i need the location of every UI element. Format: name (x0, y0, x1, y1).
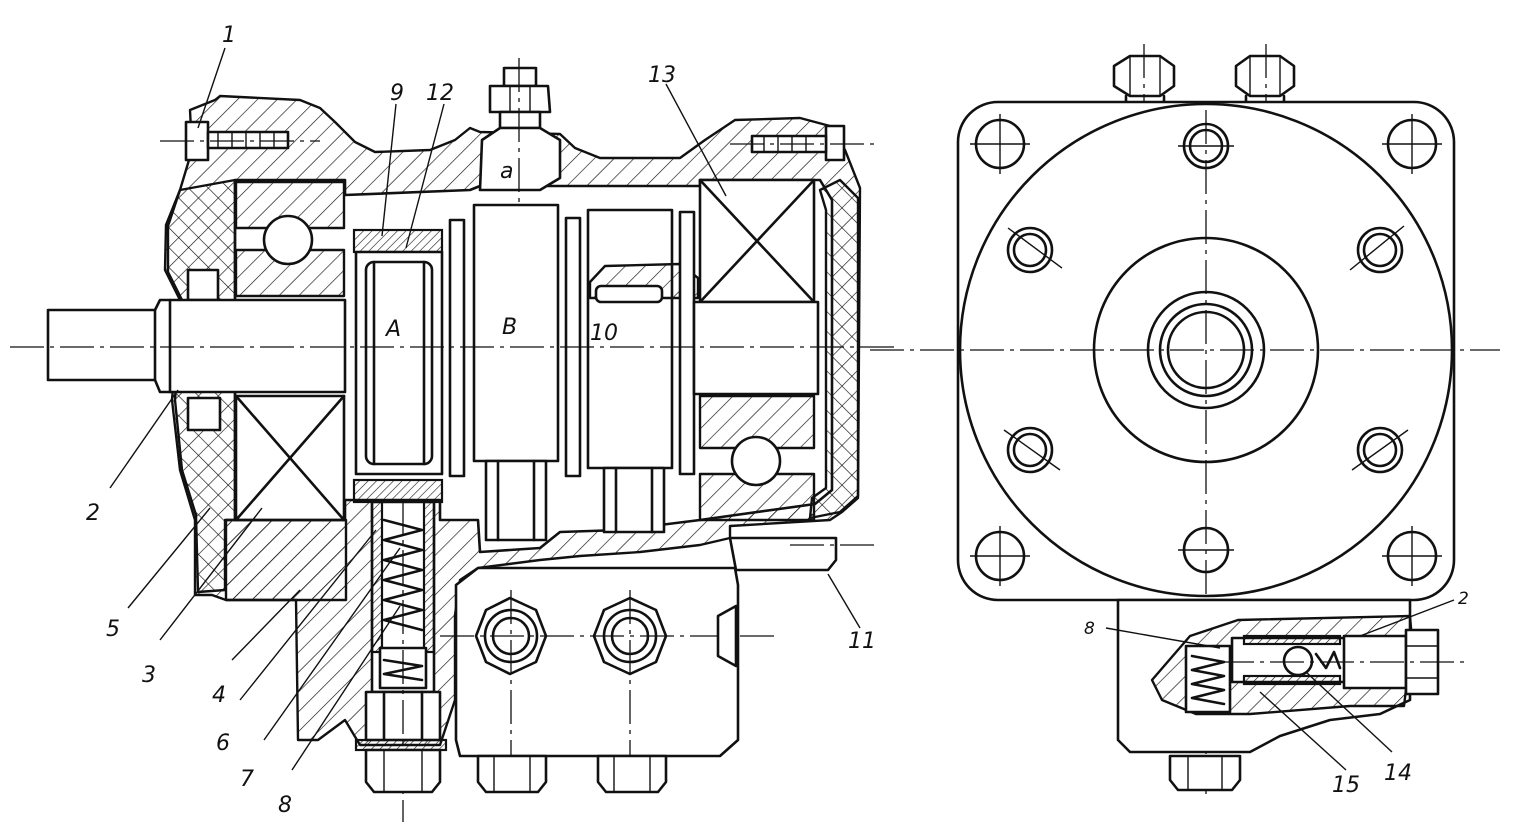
top-fitting (478, 58, 562, 215)
gear-a (352, 228, 444, 504)
label-4: 4 (212, 683, 226, 708)
corner-holes (970, 114, 1442, 586)
end-top-nut-2 (1234, 54, 1296, 106)
label-8: 8 (278, 793, 292, 818)
gear-b (472, 203, 560, 542)
bottom-bushing-left (224, 518, 348, 602)
label-chamber-a: A (384, 317, 401, 342)
label-7: 7 (240, 767, 254, 792)
left-ball-bearing (234, 180, 346, 298)
bottom-nut-2 (476, 754, 548, 794)
cover-recess (186, 268, 220, 302)
label-10: 10 (590, 321, 618, 346)
label-5: 5 (106, 617, 120, 642)
leader-lines (109, 47, 861, 771)
label-channel-a: a (500, 159, 513, 184)
label-side-8: 8 (1084, 619, 1095, 639)
label-1: 1 (222, 23, 236, 48)
label-9: 9 (390, 81, 404, 106)
section-view: 1 2 3 4 5 6 7 8 9 12 13 11 10 A B a (10, 23, 900, 822)
left-roller-bearing (234, 394, 346, 522)
label-13: 13 (648, 63, 676, 88)
separator-plate-3 (678, 210, 696, 476)
label-11: 11 (848, 629, 876, 654)
label-chamber-b: B (502, 315, 517, 340)
label-6: 6 (216, 731, 230, 756)
separator-plate-1 (448, 218, 466, 478)
right-ball-bearing (698, 394, 816, 522)
label-2: 2 (86, 501, 100, 526)
right-roller-bearing (698, 178, 816, 304)
label-14: 14 (1384, 761, 1412, 786)
right-cover (808, 178, 860, 520)
gear-10 (586, 208, 700, 534)
label-3: 3 (142, 663, 156, 688)
label-12: 12 (426, 81, 454, 106)
check-ball (1282, 645, 1314, 677)
end-view: 8 2 15 14 (870, 44, 1500, 800)
bottom-nut-3 (596, 754, 668, 794)
label-15: 15 (1332, 773, 1360, 798)
end-leader-lines (1105, 599, 1455, 771)
outlet-boss (728, 536, 838, 572)
bottom-nut-1 (364, 748, 442, 794)
cover-screw-left (160, 120, 320, 162)
side-plug (716, 604, 738, 668)
right-shaft-stub (692, 300, 820, 396)
end-bottom-nut (1168, 754, 1242, 792)
drive-shaft (46, 298, 347, 394)
label-side-2: 2 (1458, 589, 1469, 609)
cover-recess-lower (186, 396, 222, 432)
cover-screw-right (730, 124, 880, 162)
relief-valve (354, 500, 448, 822)
